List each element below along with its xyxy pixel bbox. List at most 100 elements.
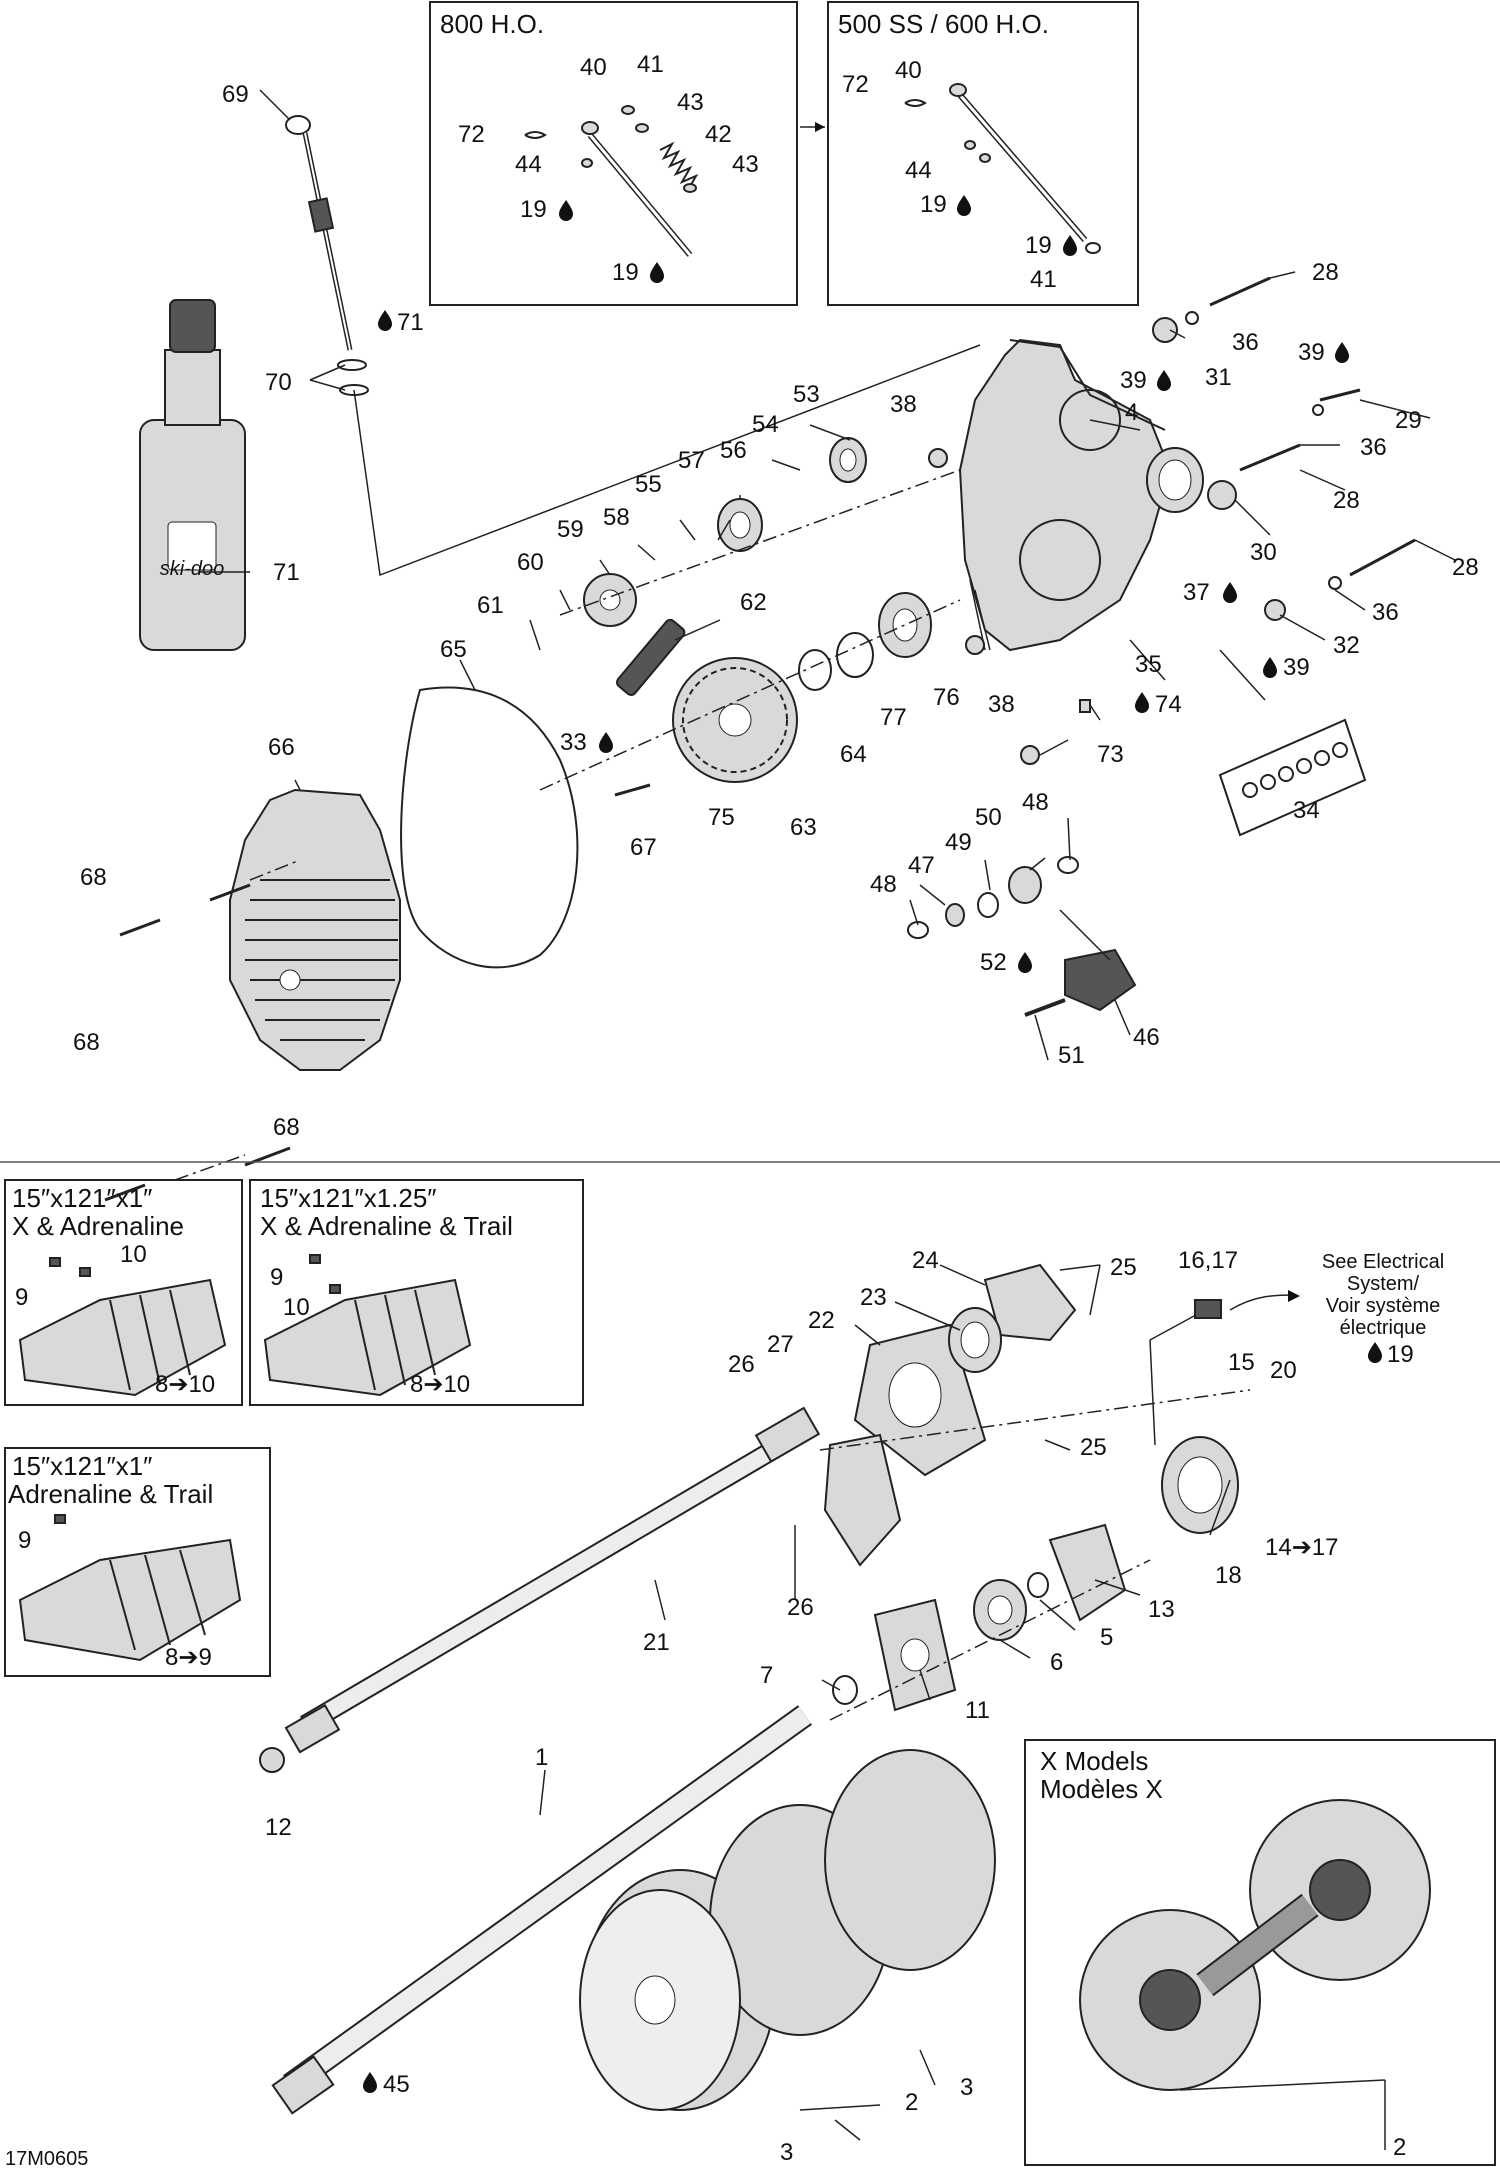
callout-70: 70 xyxy=(265,369,292,396)
callout-58: 58 xyxy=(603,504,630,531)
callout-2a: 2 xyxy=(905,2089,918,2116)
bottle-brand-label: ski-doo xyxy=(160,558,224,580)
callout-5: 5 xyxy=(1100,1624,1113,1651)
x-models-title-line2: Modèles X xyxy=(1040,1774,1163,1804)
callout-35: 35 xyxy=(1135,651,1162,678)
callout-8b: 8➔10 xyxy=(410,1371,470,1398)
callout-10a: 10 xyxy=(120,1241,147,1268)
callout-36a: 36 xyxy=(1232,329,1259,356)
callout-28c: 28 xyxy=(1452,554,1479,581)
sensor-wire xyxy=(1149,1290,1300,1446)
callout-42: 42 xyxy=(705,121,732,148)
callout-52: 52 xyxy=(980,949,1007,976)
callout-47: 47 xyxy=(908,852,935,879)
callout-59: 59 xyxy=(557,516,584,543)
track-inset-1: 15″x121″x1″ X & Adrenaline xyxy=(4,1179,243,1406)
callout-39a: 39 xyxy=(1120,367,1147,394)
callout-19c: 19 xyxy=(920,191,947,218)
callout-10b: 10 xyxy=(283,1294,310,1321)
track-inset-3-line1: 15″x121″x1″ xyxy=(12,1451,152,1481)
callout-32: 32 xyxy=(1333,632,1360,659)
electrical-note: See Electrical System/ Voir système élec… xyxy=(1322,1251,1444,1339)
callout-3a: 3 xyxy=(960,2074,973,2101)
callout-43b: 43 xyxy=(732,151,759,178)
callout-77: 77 xyxy=(880,704,907,731)
electrical-note-line2: System/ xyxy=(1347,1273,1420,1295)
callout-2b: 2 xyxy=(1393,2134,1406,2161)
x-models-inset: X Models Modèles X xyxy=(1024,1739,1496,2166)
callout-74: 74 xyxy=(1155,691,1182,718)
callout-29: 29 xyxy=(1395,407,1422,434)
callout-19a: 19 xyxy=(520,196,547,223)
callout-34: 34 xyxy=(1293,797,1320,824)
electrical-note-line3: Voir système xyxy=(1326,1295,1440,1317)
callout-53: 53 xyxy=(793,381,820,408)
callout-68c: 68 xyxy=(273,1114,300,1141)
callout-41b: 41 xyxy=(1030,266,1057,293)
callout-72b: 72 xyxy=(842,71,869,98)
callout-6: 6 xyxy=(1050,1649,1063,1676)
callout-18: 18 xyxy=(1215,1562,1242,1589)
callout-27: 27 xyxy=(767,1331,794,1358)
bolts xyxy=(104,276,1416,1202)
chaincase-housing xyxy=(958,338,1204,652)
callout-76: 76 xyxy=(933,684,960,711)
callout-31: 31 xyxy=(1205,364,1232,391)
callout-40b: 40 xyxy=(895,57,922,84)
tensioner-parts xyxy=(907,856,1137,1017)
inset-500-ss-title: 500 SS / 600 H.O. xyxy=(838,9,1049,39)
bearing-housing-plates xyxy=(823,1263,1077,1567)
shaft-1 xyxy=(259,1705,813,2115)
callout-25b: 25 xyxy=(1080,1434,1107,1461)
sprocket-63 xyxy=(672,657,798,783)
callout-19b: 19 xyxy=(612,259,639,286)
callout-38b: 38 xyxy=(988,691,1015,718)
callout-36c: 36 xyxy=(1372,599,1399,626)
callout-25a: 25 xyxy=(1110,1254,1137,1281)
electrical-note-line1: See Electrical xyxy=(1322,1251,1444,1273)
callout-9b: 9 xyxy=(270,1264,283,1291)
callout-61: 61 xyxy=(477,592,504,619)
callout-44b: 44 xyxy=(905,157,932,184)
inset-800-ho-title: 800 H.O. xyxy=(440,9,544,39)
callout-4: 4 xyxy=(1125,399,1138,426)
callout-28b: 28 xyxy=(1333,487,1360,514)
callout-68b: 68 xyxy=(73,1029,100,1056)
track-inset-2-line2: X & Adrenaline & Trail xyxy=(260,1211,513,1241)
callout-73: 73 xyxy=(1097,741,1124,768)
callout-26a: 26 xyxy=(728,1351,755,1378)
callout-66: 66 xyxy=(268,734,295,761)
callout-67: 67 xyxy=(630,834,657,861)
callout-39c: 39 xyxy=(1283,654,1310,681)
callout-48b: 48 xyxy=(870,871,897,898)
callout-1: 1 xyxy=(535,1744,548,1771)
callout-38a: 38 xyxy=(890,391,917,418)
callout-56: 56 xyxy=(720,437,747,464)
gear-59 xyxy=(583,573,637,627)
gasket-65 xyxy=(400,686,579,969)
callout-23: 23 xyxy=(860,1284,887,1311)
drop-cover xyxy=(229,788,401,1071)
callout-40a: 40 xyxy=(580,54,607,81)
callout-60: 60 xyxy=(517,549,544,576)
callout-71: 71 xyxy=(273,559,300,586)
callout-20: 20 xyxy=(1270,1357,1297,1384)
callout-65: 65 xyxy=(440,636,467,663)
callout-11: 11 xyxy=(965,1697,990,1724)
track-inset-2: 15″x121″x1.25″ X & Adrenaline & Trail xyxy=(249,1179,584,1406)
callout-75: 75 xyxy=(708,804,735,831)
callout-41a: 41 xyxy=(637,51,664,78)
callout-72a: 72 xyxy=(458,121,485,148)
callout-43a: 43 xyxy=(677,89,704,116)
callout-8c: 8➔9 xyxy=(165,1644,212,1671)
callout-13: 13 xyxy=(1148,1596,1175,1623)
callout-64: 64 xyxy=(840,741,867,768)
track-inset-1-line1: 15″x121″x1″ xyxy=(12,1183,152,1213)
track-inset-2-line1: 15″x121″x1.25″ xyxy=(260,1183,437,1213)
track-inset-3: 15″x121″x1″ Adrenaline & Trail xyxy=(4,1447,271,1677)
drive-sprockets xyxy=(579,1749,996,2111)
callout-19d: 19 xyxy=(1025,232,1052,259)
callout-71-top: 71 xyxy=(397,309,424,336)
callout-14-17: 14➔17 xyxy=(1265,1534,1339,1561)
inset-500-ss: 500 SS / 600 H.O. xyxy=(827,1,1139,306)
